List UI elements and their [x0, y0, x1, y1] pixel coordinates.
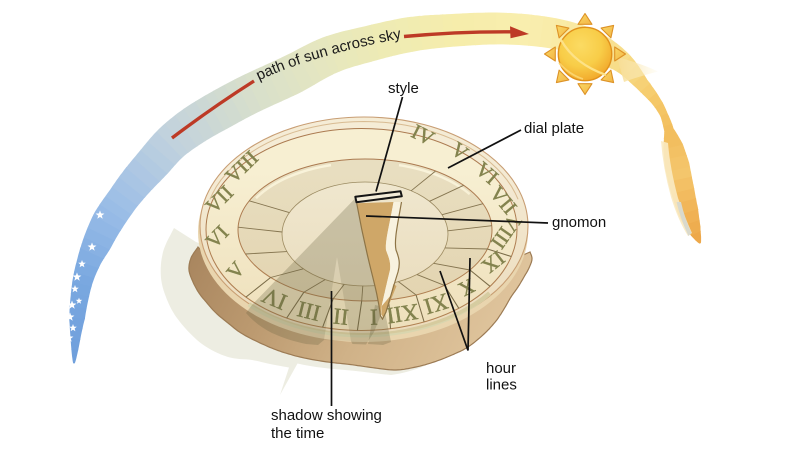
- svg-text:XII: XII: [385, 299, 420, 329]
- svg-text:shadow showing: shadow showing: [271, 407, 382, 424]
- svg-text:II: II: [332, 303, 350, 329]
- svg-text:the time: the time: [271, 425, 324, 442]
- svg-text:gnomon: gnomon: [552, 214, 606, 231]
- svg-text:lines: lines: [486, 377, 517, 394]
- svg-text:dial plate: dial plate: [524, 120, 584, 137]
- svg-text:style: style: [388, 80, 419, 97]
- svg-text:hour: hour: [486, 360, 516, 377]
- svg-text:I: I: [370, 304, 379, 329]
